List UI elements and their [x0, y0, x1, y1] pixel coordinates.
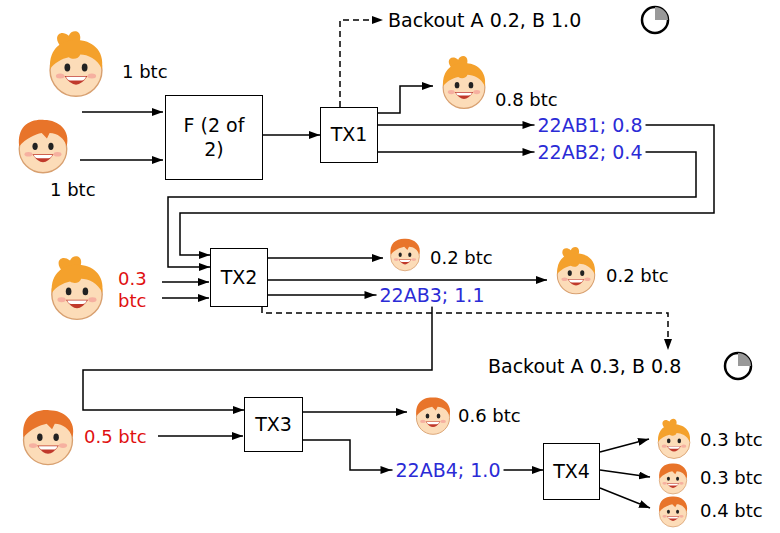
boy-icon — [416, 397, 450, 434]
connector — [263, 134, 320, 136]
amount-label: 0.2 btc — [606, 265, 669, 287]
input-arrow — [162, 297, 209, 299]
girl-icon — [658, 419, 690, 459]
girl-icon — [443, 56, 485, 108]
arrow-head — [523, 121, 534, 129]
amount-label: 0.4 btc — [700, 500, 763, 522]
box-label: TX1 — [331, 123, 368, 147]
clock-icon — [725, 353, 751, 379]
funding-box: F (2 of 2) — [165, 95, 263, 180]
arrow-head — [365, 291, 376, 299]
connector — [83, 295, 432, 410]
output-arrow — [378, 86, 433, 113]
girl-icon — [52, 256, 103, 319]
input-arrow — [80, 159, 163, 161]
output-arrow — [600, 439, 649, 452]
boy-icon — [659, 463, 687, 493]
amount-label: 0.3 btc — [118, 268, 158, 311]
input-arrow — [82, 111, 163, 113]
amount-label: 1 btc — [122, 61, 168, 83]
box-label: F (2 of 2) — [177, 114, 251, 162]
output-arrow — [600, 488, 650, 508]
boy-icon — [659, 496, 687, 526]
backout-arrow — [340, 20, 383, 107]
boy-icon — [390, 239, 419, 271]
amount-label: 0.2 btc — [430, 247, 493, 269]
output-arrow — [303, 411, 407, 413]
arrow-head — [523, 148, 534, 156]
output-label: 22AB3; 1.1 — [377, 284, 488, 307]
transaction-box: TX1 — [320, 107, 378, 163]
output-label: 22AB2; 0.4 — [535, 141, 646, 164]
arrow-head — [381, 466, 392, 474]
input-arrow — [158, 435, 243, 437]
clock-icon — [642, 7, 668, 33]
amount-label: 0.3 btc — [700, 467, 763, 489]
boy-icon — [19, 120, 68, 173]
box-label: TX2 — [221, 266, 258, 290]
backout-arrow — [262, 307, 668, 350]
output-label: 22AB4; 1.0 — [393, 459, 504, 482]
amount-label: Backout A 0.3, B 0.8 — [488, 355, 681, 378]
box-label: TX4 — [553, 460, 590, 484]
boy-icon — [23, 410, 73, 465]
girl-icon — [557, 247, 595, 294]
output-arrow — [268, 279, 547, 281]
amount-label: 0.5 btc — [84, 426, 147, 448]
amount-label: 0.6 btc — [458, 405, 521, 427]
amount-label: 1 btc — [50, 179, 96, 201]
transaction-box: TX3 — [244, 397, 303, 452]
girl-icon — [50, 31, 102, 96]
box-label: TX3 — [255, 413, 292, 437]
input-arrow — [162, 281, 209, 283]
amount-label: Backout A 0.2, B 1.0 — [388, 9, 581, 32]
amount-label: 0.3 btc — [700, 429, 763, 451]
transaction-box: TX2 — [210, 248, 268, 307]
amount-label: 0.8 btc — [495, 89, 558, 111]
output-label: 22AB1; 0.8 — [535, 114, 646, 137]
output-arrow — [268, 257, 383, 259]
output-arrow — [600, 470, 650, 477]
transaction-box: TX4 — [543, 443, 600, 500]
